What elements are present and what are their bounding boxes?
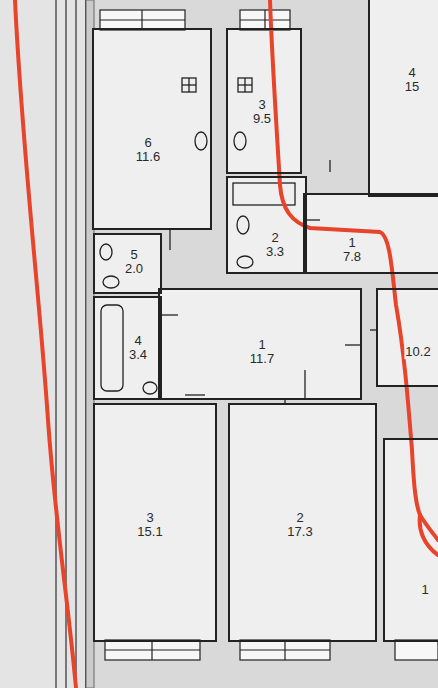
room: 10.2 [376,288,438,387]
room: 217.3 [228,403,377,642]
room: 315.1 [93,403,217,642]
room-label: 17.8 [342,236,362,263]
room-area: 9.5 [252,112,272,126]
room-number: 2 [295,511,304,525]
room: 17.8 [303,193,438,274]
room-number: 1 [420,583,429,597]
room: 43.4 [93,296,162,400]
room-area: 3.3 [265,245,285,259]
room-number: 4 [133,334,142,348]
room: 415 [368,0,438,197]
room: 611.6 [92,28,212,230]
room-label: 111.7 [249,338,275,365]
room-label: 217.3 [286,511,313,538]
fixtures [100,78,295,394]
room-label: 43.4 [128,334,148,361]
room-label: 10.2 [404,345,431,359]
room-number: 3 [257,98,266,112]
room-number: 6 [143,136,152,150]
room-number: 5 [129,248,138,262]
room-number: 1 [257,338,266,352]
room-label: 1 [420,583,429,597]
room-label: 39.5 [252,98,272,125]
room: 23.3 [226,176,307,274]
red-marker-lines [15,0,438,688]
room-area: 2.0 [124,262,144,276]
room: 52.0 [93,233,162,294]
room: 39.5 [226,28,302,174]
room-area: 15.1 [136,525,163,539]
room-area: 11.6 [135,150,161,164]
room-number: 1 [347,236,356,250]
room-number: 10.2 [404,345,431,359]
room-area: 17.3 [286,525,313,539]
room-area: 3.4 [128,348,148,362]
room-label: 23.3 [265,231,285,258]
windows [100,10,438,660]
room-number: 2 [270,231,279,245]
room-label: 315.1 [136,511,163,538]
room-floors [94,0,438,640]
room-number: 3 [145,511,154,525]
room-area: 11.7 [249,352,275,366]
room-area: 7.8 [342,250,362,264]
door-marks [160,160,378,405]
room: 1 [383,438,438,642]
room-label: 611.6 [135,136,161,163]
room-number: 4 [407,66,416,80]
room: 111.7 [158,288,362,400]
room-label: 52.0 [124,248,144,275]
wall-mass [86,0,438,688]
room-label: 415 [404,66,420,93]
room-area: 15 [404,80,420,94]
